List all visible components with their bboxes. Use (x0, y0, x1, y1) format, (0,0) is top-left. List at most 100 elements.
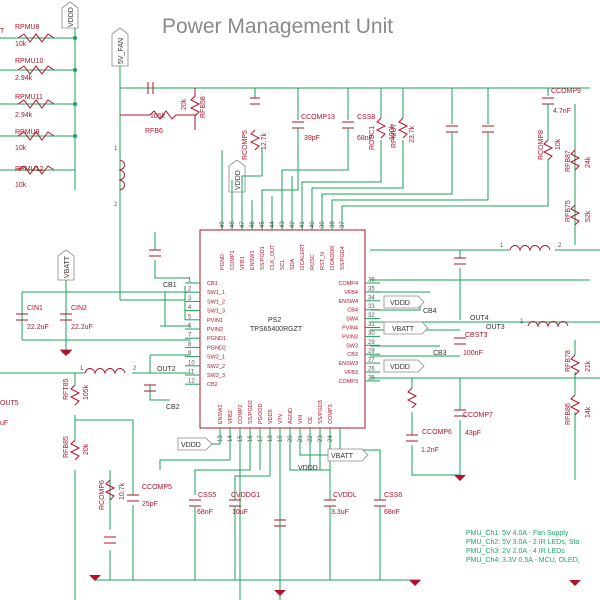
left-pin-name: PGND2 (207, 345, 226, 351)
rfb6-resistor (120, 110, 196, 120)
out4-net: OUT4 (470, 315, 489, 322)
cb1-cap (149, 249, 161, 257)
out5-net: OUT5 (0, 400, 19, 407)
top-pin-name: SS/PGD1 (260, 246, 266, 270)
top-pin-number: 42 (290, 221, 296, 228)
css8-ref: CSS8 (357, 114, 375, 121)
bottom-pin-name: AGND (288, 408, 294, 424)
left-pin-number: 7 (188, 333, 192, 339)
bottom-pin-number: 22 (308, 435, 314, 442)
rpmu11-ref: RPMU11 (15, 94, 43, 101)
svg-text:VDDD: VDDD (181, 442, 201, 449)
ground-symbol-bottom-left (89, 575, 101, 581)
css8-cap (342, 121, 354, 129)
ccomp7-ref: CCOMP7 (463, 412, 493, 419)
rcomp5-value: 12.7k (261, 132, 268, 150)
right-pin-name: SW4 (346, 317, 358, 323)
bottom-pin-number: 20 (288, 435, 294, 442)
ccomp5-value: 25pF (142, 501, 158, 508)
note-ch3: PMU_Ch3: 2V 2.0A - 4 IR LEDs (466, 548, 565, 555)
left-pin-number: 10 (188, 360, 195, 366)
bottom-pin-name: VIN (298, 415, 304, 424)
ccomp9-ref: CCOMP9 (551, 88, 581, 95)
right-pin-number: 32 (368, 313, 375, 319)
top-pin-number: 38 (330, 221, 336, 228)
cbst3-cap (454, 337, 466, 345)
top-pin-name: VFB1 (240, 256, 246, 270)
vddd-right-flag-1: VDDD (383, 295, 425, 309)
top-pin-name: COMP1 (230, 250, 236, 270)
svg-text:VDDD: VDDD (390, 364, 410, 371)
left-pin-number: 1 (188, 278, 192, 284)
net-label-t: T (0, 28, 5, 35)
left-pin-number: 2 (188, 287, 192, 293)
ccomp6-ccomp7-caps (406, 409, 466, 442)
rfb78-ref: RFB78 (565, 350, 572, 372)
top-pin-number: 45 (260, 221, 266, 228)
left-pin-name: PVIN2 (207, 327, 223, 333)
bottom-pin-number: 21 (298, 435, 304, 442)
cvddl-value: 3.3uF (331, 509, 349, 516)
right-pin-name: COMP3 (338, 379, 358, 385)
top-pin-number: 44 (270, 221, 276, 228)
inductor-l2 (84, 368, 126, 375)
rfb86-value: 14k (585, 406, 592, 418)
top-rail-caps (446, 125, 494, 133)
svg-text:5V_FAN: 5V_FAN (118, 38, 125, 64)
svg-text:2: 2 (114, 202, 118, 208)
top-pin-name: CLK_OUT (270, 244, 276, 270)
chip-ref: PS2 (268, 317, 281, 324)
css6-ref: CSS6 (384, 492, 402, 499)
cin2-ref: CIN2 (71, 305, 87, 312)
top-pin-name: SS/PGD4 (340, 246, 346, 270)
css6-value: 68nF (384, 509, 400, 516)
bottom-pin-number: 18 (268, 435, 274, 442)
left-pin-name: PGND1 (207, 336, 226, 342)
right-pin-number: 34 (368, 295, 375, 301)
rosc1-value: 100k (389, 124, 396, 140)
right-pin-number: 26 (368, 367, 375, 373)
cb4-net: CB4 (423, 308, 437, 315)
ground-symbol-left (60, 350, 72, 356)
ccomp13-cap (292, 121, 304, 129)
rft85-rfb85-resistors (69, 384, 81, 461)
bottom-pin-name: CE (308, 416, 314, 424)
svg-text:1: 1 (114, 146, 118, 152)
rcomp6-ref: RCOMP6 (99, 480, 106, 510)
rcomp6-resistor (104, 479, 116, 501)
vbatt-bottom-flag: VBATT (327, 448, 369, 462)
right-pin-number: 28 (368, 349, 375, 355)
svg-text:VDDD: VDDD (390, 300, 410, 307)
right-pin-name: PVIN3 (342, 334, 358, 340)
top-pin-name: ENSW1 (250, 250, 256, 270)
left-pin-number: 5 (188, 314, 192, 320)
top-pin-name: RST_N (320, 252, 326, 270)
left-pin-name: CB1 (207, 281, 218, 287)
rcomp5-ref: RCOMP5 (242, 130, 249, 160)
right-pin-name: VFB3 (344, 370, 358, 376)
chip-part: TPS65400RGZT (250, 326, 303, 333)
rfb87-ref: RFB87 (565, 150, 572, 172)
bottom-pin-number: 23 (318, 435, 324, 442)
rcomp8-value: 10k (555, 138, 562, 150)
rcomp6-value: 10.7k (119, 482, 126, 500)
ccomp13-value: 39pF (304, 135, 320, 142)
vddd-bottom-flag: VDDD (177, 437, 213, 451)
svg-text:VDDD: VDDD (235, 170, 242, 190)
ccomp6-ref: CCOMP6 (422, 429, 452, 436)
series-capacitor (147, 82, 154, 94)
bottom-pin-number: 24 (328, 435, 334, 442)
note-ch2: PMU_Ch2: 5V 3.0A - 2 IR LEDs, Sta (466, 539, 579, 546)
cvddg1-ref: CVDDG1 (231, 492, 260, 499)
rosc1-ref: ROSC1 (369, 126, 376, 150)
rpmu10-ref: RPMU10 (15, 58, 44, 65)
right-feedback-resistors (406, 354, 581, 416)
svg-text:2: 2 (558, 243, 562, 249)
rpmu8-ref: RPMU8 (15, 24, 40, 31)
svg-text:1: 1 (500, 243, 504, 249)
vddd-top-power-flag: VDDD (61, 1, 79, 29)
left-pin-name: SW1_2 (207, 299, 225, 305)
right-pin-name: COMP4 (338, 281, 358, 287)
css8-value: 68nF (357, 135, 373, 142)
